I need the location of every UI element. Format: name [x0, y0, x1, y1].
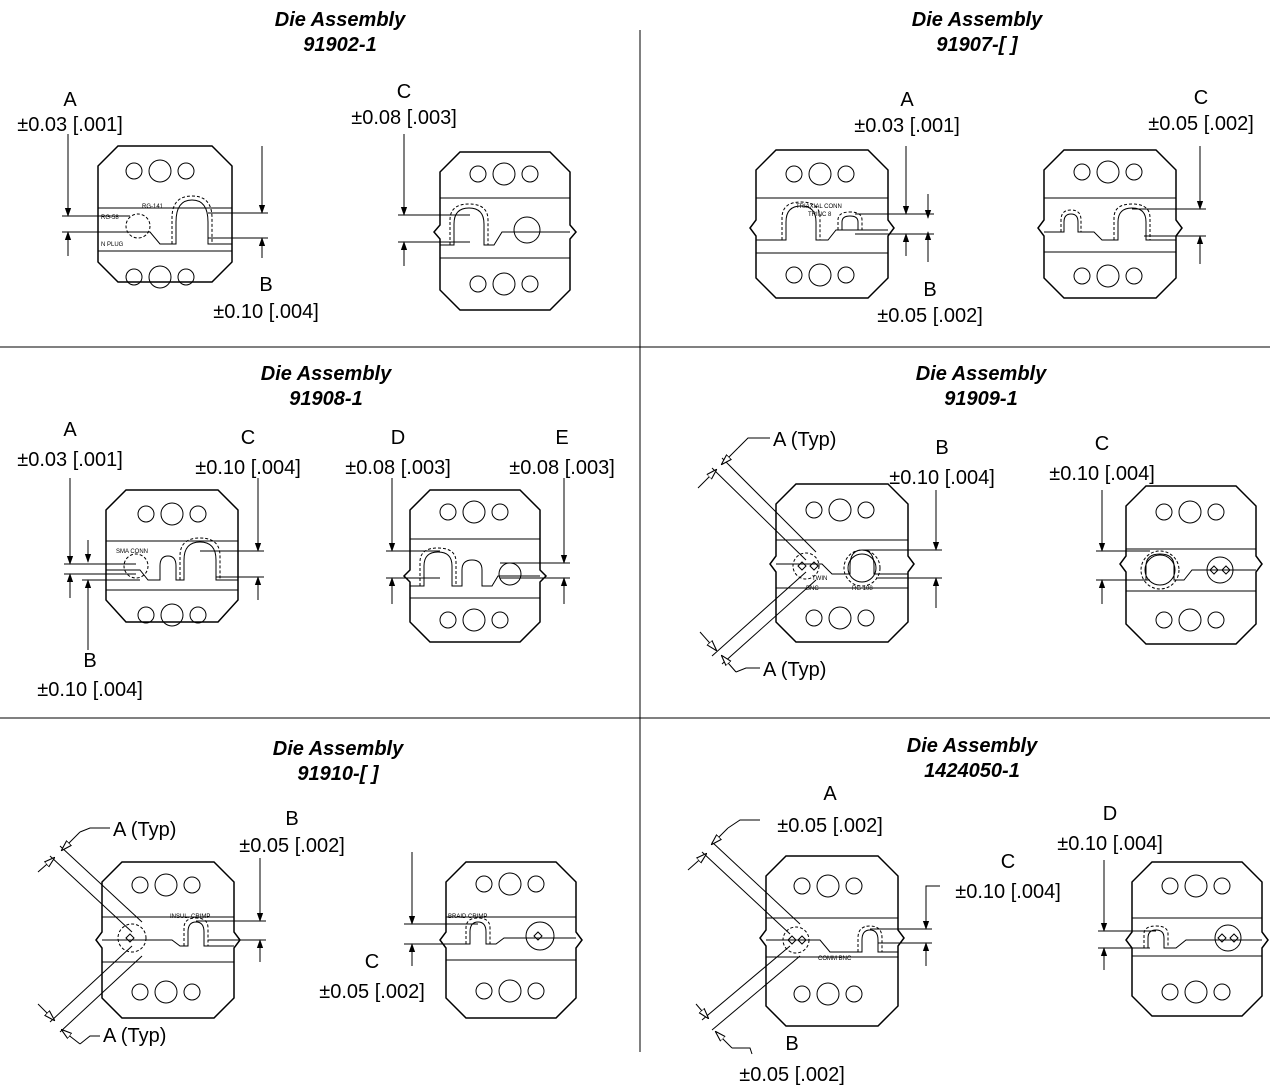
- callout-tolerance: ±0.05 [.002]: [777, 815, 883, 837]
- callout-letter: B: [935, 437, 948, 459]
- panel-title: Die Assembly: [912, 9, 1043, 31]
- die-right: BRAID CRIMP: [439, 861, 583, 1019]
- callout-tolerance: ±0.08 [.003]: [509, 457, 615, 479]
- panel-title: Die Assembly: [273, 738, 404, 760]
- callout-letter: B: [285, 808, 298, 830]
- die-text: RG-141: [142, 204, 164, 210]
- callout-tolerance: ±0.10 [.004]: [213, 301, 319, 323]
- callout-letter: A (Typ): [113, 819, 176, 841]
- die-right: [1119, 485, 1263, 645]
- panel-title: Die Assembly: [907, 735, 1038, 757]
- die-text: BNC: [806, 586, 819, 592]
- panel-part-number: 91908-1: [289, 388, 362, 410]
- die-text: COMM BNC: [818, 956, 852, 962]
- callout-letter: B: [83, 650, 96, 672]
- panel-part-number: 91902-1: [303, 34, 376, 56]
- callout-tolerance: ±0.10 [.004]: [955, 881, 1061, 903]
- die-text: TRINC 8: [808, 212, 832, 218]
- die-text: N PLUG: [101, 242, 124, 248]
- die-text: RG 108: [852, 586, 873, 592]
- callout-letter: A: [63, 419, 77, 441]
- callout-letter: C: [1095, 433, 1109, 455]
- callout-letter: C: [365, 951, 379, 973]
- die-right: [1037, 149, 1183, 299]
- callout-letter: D: [1103, 803, 1117, 825]
- die-text: INSUL. CRIMP: [170, 914, 210, 920]
- callout-letter: C: [1194, 87, 1208, 109]
- die-left: INSUL. CRIMP: [95, 861, 241, 1019]
- callout-tolerance: ±0.08 [.003]: [351, 107, 457, 129]
- callout-letter: A: [823, 783, 837, 805]
- die-right: [433, 151, 577, 311]
- callout-tolerance: ±0.03 [.001]: [854, 115, 960, 137]
- callout-letter: B: [259, 274, 272, 296]
- die-text: RG-58: [101, 215, 119, 221]
- die-right: [1125, 861, 1269, 1017]
- callout-letter: A: [63, 89, 77, 111]
- callout-letter: E: [555, 427, 568, 449]
- callout-letter: A (Typ): [773, 429, 836, 451]
- callout-tolerance: ±0.05 [.002]: [239, 835, 345, 857]
- panel-part-number: 1424050-1: [924, 760, 1020, 782]
- die-left: COMM BNC: [759, 855, 905, 1027]
- callout-tolerance: ±0.10 [.004]: [1049, 463, 1155, 485]
- die-text: SMA CONN: [116, 549, 148, 555]
- panel-title: Die Assembly: [261, 363, 392, 385]
- panel-91907: Die Assembly 91907-[ ] TRIAXIAL CONN TRI…: [749, 9, 1254, 327]
- panel-part-number: 91909-1: [944, 388, 1017, 410]
- panel-91910: Die Assembly 91910-[ ] INSUL. CRIMP A (T…: [37, 738, 583, 1047]
- callout-tolerance: ±0.10 [.004]: [889, 467, 995, 489]
- die-text: TWIN: [812, 576, 827, 582]
- die-left: TRIAXIAL CONN TRINC 8: [749, 149, 895, 299]
- callout-letter: A (Typ): [103, 1025, 166, 1047]
- panel-title: Die Assembly: [916, 363, 1047, 385]
- callout-tolerance: ±0.03 [.001]: [17, 449, 123, 471]
- callout-tolerance: ±0.10 [.004]: [195, 457, 301, 479]
- die-text: TRIAXIAL CONN: [796, 204, 842, 210]
- callout-letter: A (Typ): [763, 659, 826, 681]
- callout-tolerance: ±0.05 [.002]: [1148, 113, 1254, 135]
- panel-part-number: 91907-[ ]: [936, 34, 1018, 56]
- die-left: TWIN BNC RG 108: [769, 483, 915, 643]
- callout-tolerance: ±0.10 [.004]: [37, 679, 143, 701]
- callout-tolerance: ±0.08 [.003]: [345, 457, 451, 479]
- callout-letter: A: [900, 89, 914, 111]
- panel-91908-1: Die Assembly 91908-1 SMA CONN A ±0.03 [.…: [17, 363, 615, 701]
- callout-letter: B: [785, 1033, 798, 1055]
- panel-1424050-1: Die Assembly 1424050-1 COMM BNC A ±0.05 …: [687, 735, 1269, 1086]
- callout-tolerance: ±0.05 [.002]: [739, 1064, 845, 1086]
- callout-letter: B: [923, 279, 936, 301]
- die-left: SMA CONN: [105, 489, 239, 627]
- panel-91902-1: Die Assembly 91902-1 RG-141 RG-58 N PLUG…: [17, 9, 577, 323]
- callout-tolerance: ±0.10 [.004]: [1057, 833, 1163, 855]
- panel-part-number: 91910-[ ]: [297, 763, 379, 785]
- panel-title: Die Assembly: [275, 9, 406, 31]
- callout-tolerance: ±0.03 [.001]: [17, 114, 123, 136]
- callout-letter: C: [241, 427, 255, 449]
- callout-letter: C: [1001, 851, 1015, 873]
- callout-tolerance: ±0.05 [.002]: [319, 981, 425, 1003]
- callout-tolerance: ±0.05 [.002]: [877, 305, 983, 327]
- die-right: [402, 489, 548, 643]
- die-left: RG-141 RG-58 N PLUG: [97, 145, 233, 289]
- callout-letter: C: [397, 81, 411, 103]
- callout-letter: D: [391, 427, 405, 449]
- panel-91909-1: Die Assembly 91909-1 TWIN BNC RG 108 A (…: [697, 363, 1263, 681]
- die-text: BRAID CRIMP: [448, 914, 487, 920]
